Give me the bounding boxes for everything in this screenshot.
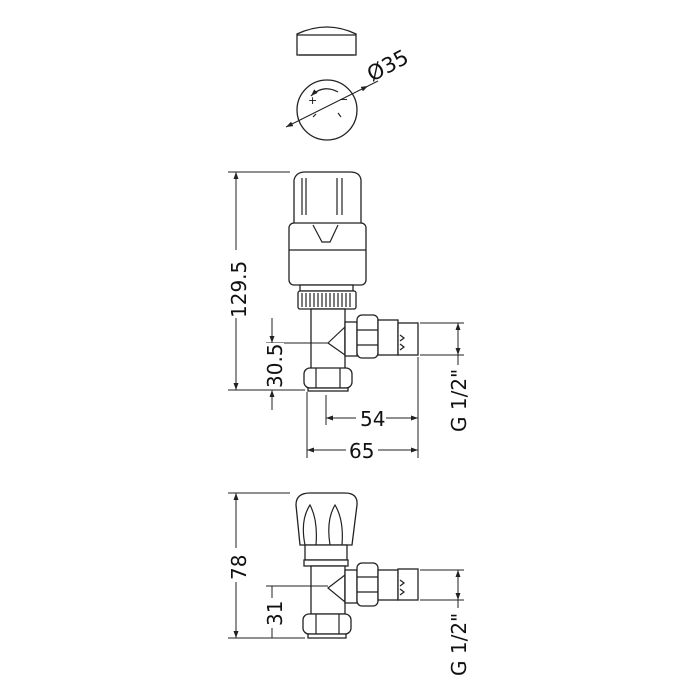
manual-dimensions: 78 31 G 1/2" — [226, 492, 471, 676]
manual-valve — [295, 492, 419, 639]
thermostatic-dimensions: 129.5 30.5 54 65 G 1/2" — [226, 171, 471, 463]
inlet-height-label-31: 31 — [263, 601, 287, 626]
thread-label: G 1/2" — [447, 613, 471, 676]
overall-width-label-65: 65 — [349, 439, 374, 463]
height-label-78: 78 — [227, 555, 251, 580]
thread-label: G 1/2" — [447, 369, 471, 432]
height-label-129-5: 129.5 — [227, 261, 251, 318]
diameter-label: Ø35 — [363, 45, 412, 87]
cap-side-view — [296, 26, 357, 56]
cap-top-view: + − Ø35 — [285, 45, 413, 141]
inlet-height-label-30-5: 30.5 — [263, 343, 287, 388]
tail-length-label-54: 54 — [360, 407, 385, 431]
thermostatic-valve — [288, 171, 419, 392]
plus-sign: + — [308, 94, 317, 107]
